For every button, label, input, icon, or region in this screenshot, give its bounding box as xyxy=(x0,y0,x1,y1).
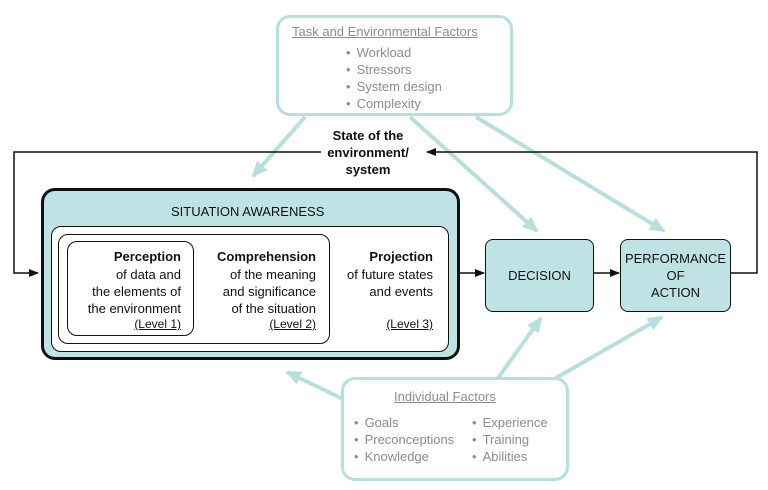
comprehension-level: (Level 2) xyxy=(269,317,316,331)
comprehension-text: of the meaning xyxy=(229,267,316,282)
task-factor-item: Stressors xyxy=(346,62,412,77)
task-factors-title: Task and Environmental Factors xyxy=(292,24,478,39)
performance-box: PERFORMANCE OF ACTION xyxy=(620,239,731,312)
individual-factor-item: Preconceptions xyxy=(354,432,455,447)
individual-to-sa-arrow xyxy=(285,370,344,401)
comprehension-text: and significance xyxy=(222,284,316,299)
environment-label-line: system xyxy=(345,162,391,177)
environment-to-sa-line xyxy=(13,151,321,277)
situation-awareness-title: SITUATION AWARENESS xyxy=(171,204,325,219)
performance-label-line: ACTION xyxy=(650,285,701,300)
environment-label-line: environment/ xyxy=(327,145,409,160)
projection-heading: Projection xyxy=(369,249,433,264)
task-factor-item: Complexity xyxy=(346,96,421,111)
projection-level: (Level 3) xyxy=(386,317,433,331)
projection-text: and events xyxy=(369,284,433,299)
individual-to-performance-arrow xyxy=(555,315,664,380)
task-to-performance-arrow xyxy=(474,115,666,233)
individual-factor-item: Experience xyxy=(472,415,548,430)
individual-factors-title: Individual Factors xyxy=(394,389,496,404)
decision-label: DECISION xyxy=(508,268,571,283)
individual-factor-item: Goals xyxy=(354,415,399,430)
performance-label-line: PERFORMANCE xyxy=(624,251,727,266)
individual-factor-item: Abilities xyxy=(472,449,528,464)
projection-text: of future states xyxy=(347,267,433,282)
task-factor-item: Workload xyxy=(346,45,412,60)
task-to-sa-arrow xyxy=(251,115,307,178)
perception-text: the environment xyxy=(87,301,181,316)
task-to-decision-arrow xyxy=(408,115,539,233)
performance-label-line: OF xyxy=(666,268,685,283)
perception-level: (Level 1) xyxy=(134,317,181,331)
perception-text: of data and xyxy=(115,267,181,282)
perception-panel xyxy=(67,241,194,336)
perception-text: the elements of xyxy=(92,284,181,299)
environment-label-line: State of the xyxy=(332,128,404,143)
task-factor-item: System design xyxy=(346,79,442,94)
feedback-loop-line xyxy=(426,148,758,274)
perception-heading: Perception xyxy=(113,249,181,264)
individual-to-decision-arrow xyxy=(496,316,543,380)
individual-factor-item: Knowledge xyxy=(354,449,429,464)
individual-factor-item: Training xyxy=(472,432,529,447)
comprehension-heading: Comprehension xyxy=(217,249,316,264)
decision-box: DECISION xyxy=(485,239,594,312)
comprehension-text: of the situation xyxy=(231,301,316,316)
